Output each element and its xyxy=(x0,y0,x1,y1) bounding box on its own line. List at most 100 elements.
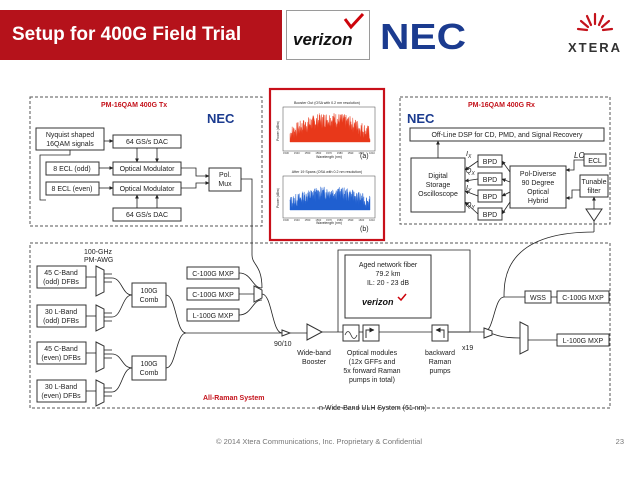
spectrum-tick-label: 1610 xyxy=(369,218,375,222)
spectrum-tick-label: 1590 xyxy=(348,218,354,222)
xtera-logo-graphic: XTERA xyxy=(568,12,620,55)
wss-label: WSS xyxy=(530,295,546,302)
hybrid-line1: Pol-Diverse xyxy=(520,171,556,178)
rx-ecl-label: ECL xyxy=(588,158,602,165)
awg-trapezoids xyxy=(95,265,105,407)
forward-pump-module xyxy=(362,324,380,342)
bpd-group: BPD BPD BPD BPD xyxy=(477,154,503,221)
spectrum-tick-label: 1530 xyxy=(283,218,289,222)
tunable-line1: Tunable xyxy=(581,179,606,186)
system-panel xyxy=(29,242,611,409)
tx-nec-logo: NEC xyxy=(207,111,235,126)
awg-4 xyxy=(95,379,105,407)
gff-module xyxy=(342,324,360,342)
dfb1-line1: 45 C-Band xyxy=(44,270,78,277)
comb2-line1: 100G xyxy=(140,361,157,368)
spectrum-tick-label: 1610 xyxy=(369,151,375,155)
polmux-line1: Pol. xyxy=(219,172,231,179)
backward-line1: backward xyxy=(425,350,455,357)
xtera-burst-icon xyxy=(576,12,614,32)
rx-title: PM-16QAM 400G Rx xyxy=(468,102,535,109)
fiber-line1: Aged network fiber xyxy=(359,262,418,269)
rx-panel xyxy=(399,96,611,225)
spectrum-tick-label: 1580 xyxy=(337,218,343,222)
rx-preamp-triangle xyxy=(585,208,603,222)
tx-panel xyxy=(29,96,263,227)
title-bar: Setup for 400G Field Trial xyxy=(0,10,282,60)
slide-title: Setup for 400G Field Trial xyxy=(12,24,242,45)
dfb4-line2: (even) DFBs xyxy=(41,393,81,400)
spectrum-top-xlabel: Wavelength (nm) xyxy=(316,155,342,159)
spectrum-tick-label: 1580 xyxy=(337,151,343,155)
pol-label-iy: I xyxy=(466,185,468,192)
nyquist-line1: Nyquist shaped xyxy=(46,132,94,139)
spectrum-tick-label: 1570 xyxy=(326,151,332,155)
scope-line1: Digital xyxy=(428,173,448,180)
polmux-box xyxy=(208,167,242,192)
ecl-odd-label: 8 ECL (odd) xyxy=(53,166,90,173)
awg-1 xyxy=(95,265,105,297)
rx-mxp2-label: L-100G MXP xyxy=(563,338,604,345)
gff-wave-icon xyxy=(344,331,358,339)
dsp-box xyxy=(409,127,605,142)
dfb4-line1: 30 L-Band xyxy=(45,384,77,391)
spectrum-tick-label: 1540 xyxy=(294,151,300,155)
spectrum-tick-label: 1530 xyxy=(283,151,289,155)
comb2-line2: Comb xyxy=(140,370,159,377)
spectrum-label-b: (b) xyxy=(360,226,369,233)
hybrid-box xyxy=(509,165,567,209)
pol-sub-iy: Y xyxy=(468,188,472,194)
bpd-label-3: BPD xyxy=(483,194,497,201)
spectrum-tick-label: 1590 xyxy=(348,151,354,155)
nec-logo: NEC xyxy=(376,12,470,58)
fiber-verizon-check xyxy=(397,293,407,302)
comb1-box xyxy=(131,282,167,308)
mxp2-label: C-100G MXP xyxy=(192,292,234,299)
rx-demux xyxy=(519,321,529,355)
bpd-label-4: BPD xyxy=(483,212,497,219)
tunable-line2: filter xyxy=(587,188,601,195)
dac-bottom-label: 64 GS/s DAC xyxy=(126,212,168,219)
coupler-rx xyxy=(483,327,493,339)
coupler-90-10 xyxy=(281,329,292,337)
xtera-logo: XTERA xyxy=(560,10,630,62)
spectrum-bottom-title: After 19 Spans (OSA with 0.2 nm resoluti… xyxy=(292,170,363,174)
backward-pump-arrow-icon xyxy=(435,327,445,338)
scope-line3: Oscilloscope xyxy=(418,191,458,198)
spectrum-bottom-ylabel: Power (dBm) xyxy=(276,188,280,208)
spectrum-tick-label: 1550 xyxy=(305,151,311,155)
pm-awg-line1: 100-GHz xyxy=(84,249,113,256)
comb1-line2: Comb xyxy=(140,297,159,304)
hybrid-line3: Optical xyxy=(527,189,549,196)
verizon-check-mark xyxy=(343,12,365,30)
spectrum-bottom-trace xyxy=(289,186,371,211)
awg-3 xyxy=(95,341,105,373)
fiber-verizon-logo: verizon xyxy=(362,297,394,307)
svg-text:IX: IX xyxy=(466,151,472,160)
svg-text:IY: IY xyxy=(466,185,472,194)
verizon-logo-graphic: verizon xyxy=(293,12,365,49)
forward-pump-arrow-icon xyxy=(365,327,375,338)
spectrum-top-ylabel: Power (dBm) xyxy=(276,121,280,141)
ecl-even-label: 8 ECL (even) xyxy=(52,186,93,193)
booster-triangle xyxy=(306,323,324,341)
spectrum-tick-label: 1560 xyxy=(315,151,321,155)
dfb3-line2: (even) DFBs xyxy=(41,355,81,362)
awg-2 xyxy=(95,304,105,332)
rx-connectors xyxy=(436,140,596,232)
pol-label-ix: I xyxy=(466,151,468,158)
spectrum-tick-label: 1560 xyxy=(315,218,321,222)
optmod-line3: 5x forward Raman xyxy=(343,368,400,375)
ecl-odd-box xyxy=(45,161,100,176)
split-label: 90/10 xyxy=(274,341,292,348)
nyquist-line2: 16QAM signals xyxy=(46,141,94,148)
footer: © 2014 Xtera Communications, Inc. Propri… xyxy=(215,437,423,446)
optmod-line2: (12x GFFs and xyxy=(349,359,396,366)
dfb3-line1: 45 C-Band xyxy=(44,346,78,353)
nec-logo-text: NEC xyxy=(380,16,466,57)
dfb1-line2: (odd) DFBs xyxy=(43,279,79,286)
pol-sub-ix: X xyxy=(467,154,472,160)
mod2-label: Optical Modulator xyxy=(120,186,176,193)
spectrum-tick-label: 1570 xyxy=(326,218,332,222)
